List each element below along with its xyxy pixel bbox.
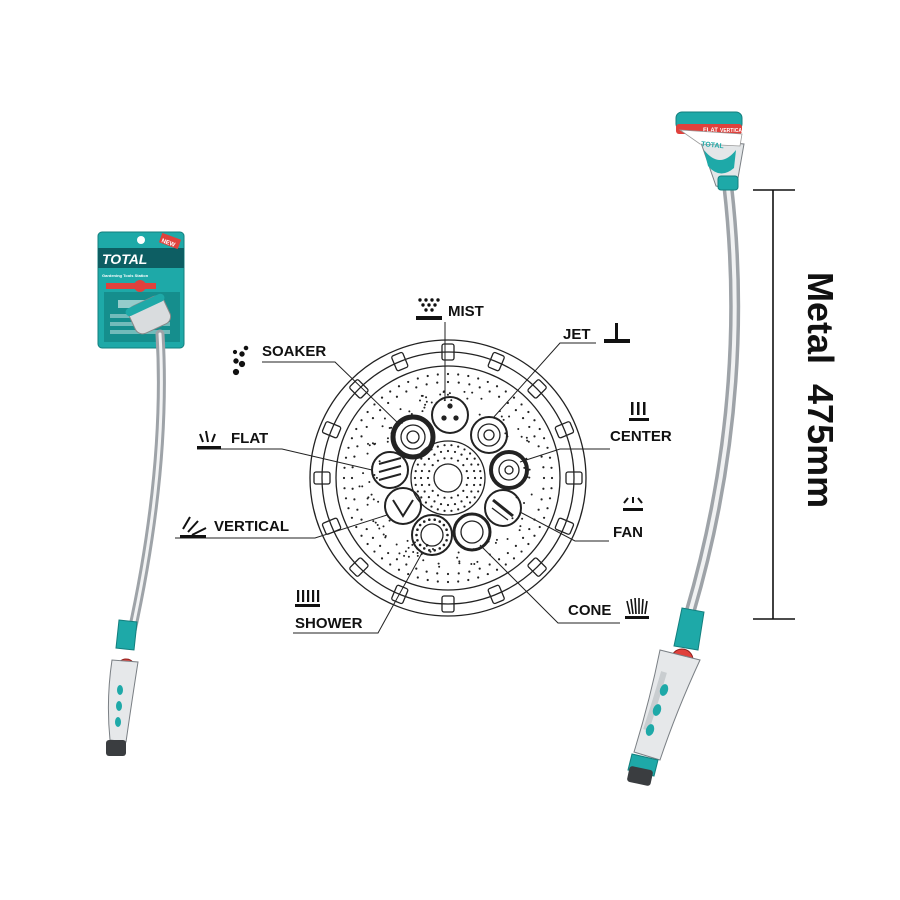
nozzle-dial-diagram: [310, 340, 586, 616]
label-fan: FAN: [613, 524, 643, 541]
packaged-wand: TOTAL Gardening Tools Station NEW: [98, 232, 184, 756]
port-fan: [485, 490, 521, 526]
package-handle: [106, 620, 138, 756]
cone-icon: [625, 598, 649, 619]
soaker-icon: [233, 346, 247, 374]
label-jet: JET: [563, 326, 591, 343]
label-soaker: SOAKER: [262, 343, 326, 360]
center-icon: [629, 402, 649, 421]
port-center: [491, 452, 527, 488]
label-center: CENTER: [610, 428, 672, 445]
shower-icon: [295, 590, 320, 607]
flat-icon: [197, 431, 221, 449]
port-vertical: [385, 488, 421, 524]
dimension-bracket: [753, 190, 795, 619]
dimension-label: Metal 475mm: [800, 272, 841, 508]
jet-icon: [604, 323, 630, 343]
label-shower: SHOWER: [295, 615, 363, 632]
label-vertical: VERTICAL: [214, 518, 289, 535]
vertical-icon: [180, 517, 206, 538]
port-flat: [372, 452, 408, 488]
nozzle-head: FLAT VERTICAL TOTAL: [676, 112, 745, 190]
metal-shaft: [690, 188, 735, 612]
package-brand: TOTAL: [102, 251, 147, 267]
fan-icon: [623, 497, 643, 511]
wand-handle: [627, 608, 704, 786]
grip-blocks: [314, 344, 582, 612]
label-flat: FLAT: [231, 430, 268, 447]
label-cone: CONE: [568, 602, 611, 619]
package-subtitle: Gardening Tools Station: [102, 273, 149, 278]
mist-icon: [416, 299, 442, 320]
port-cone: [454, 514, 490, 550]
port-mist: [432, 397, 468, 433]
leader-lines: [175, 322, 620, 633]
port-jet: [471, 417, 507, 453]
port-soaker: [393, 417, 433, 457]
wand-product: FLAT VERTICAL TOTAL: [627, 112, 745, 786]
label-mist: MIST: [448, 303, 484, 320]
